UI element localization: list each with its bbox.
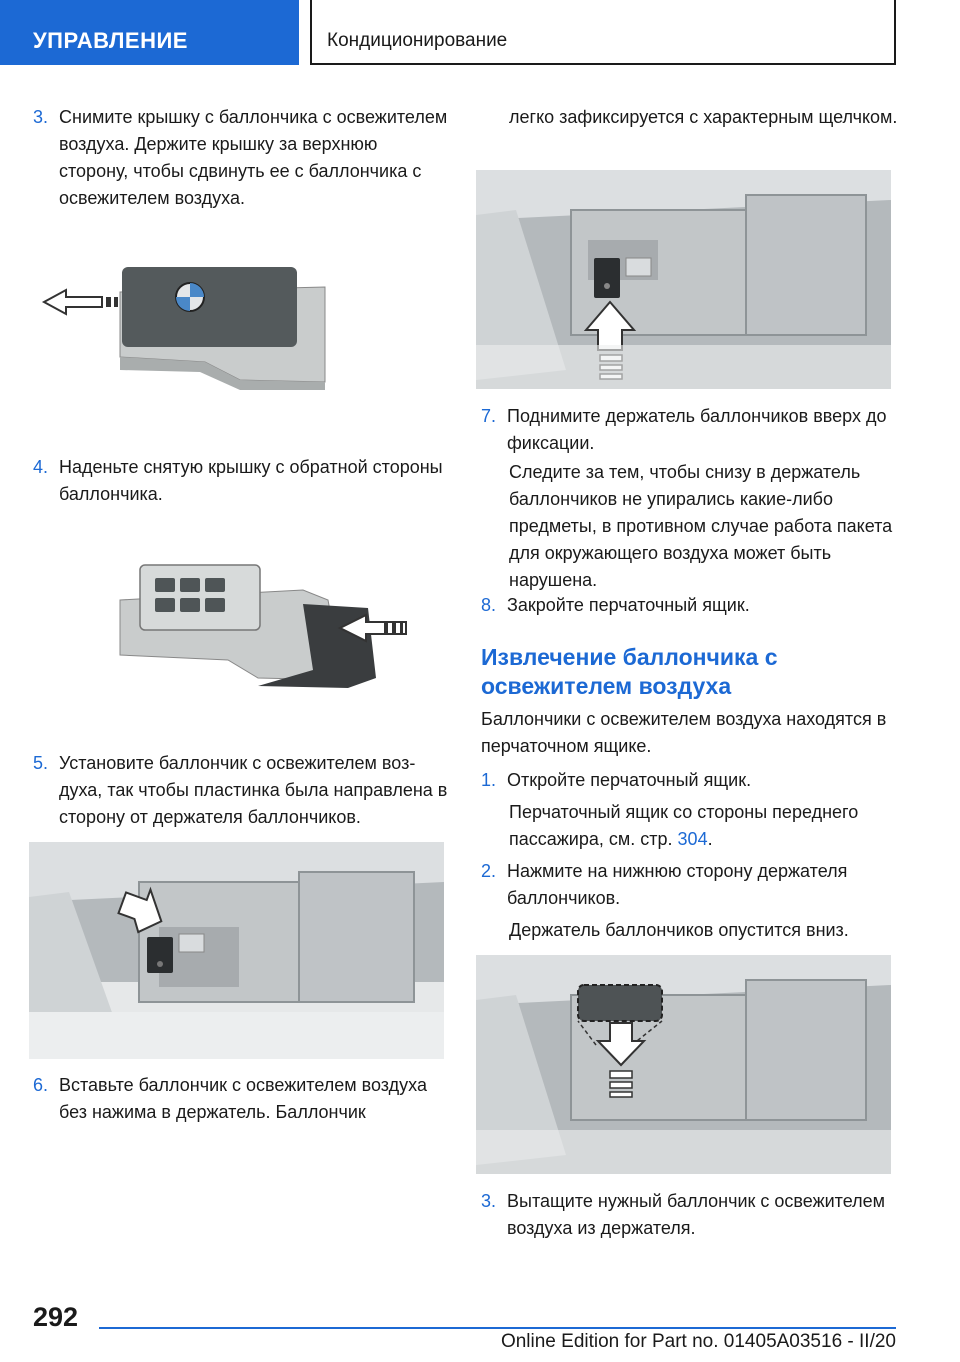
- step-number: 3.: [33, 107, 49, 127]
- step-text: Откройте перчаточный ящик.: [507, 770, 752, 790]
- step-7-note: Следите за тем, чтобы снизу в держатель …: [509, 462, 893, 590]
- step-5: 5. Установите баллончик с освежителем во…: [33, 750, 448, 831]
- arrow-left-icon: [41, 288, 103, 316]
- step-text: Закройте перчаточный ящик.: [507, 595, 750, 615]
- chapter-tab: Кондиционирование: [310, 0, 896, 65]
- step-6: 6. Вставьте баллончик с освежителем воз­…: [33, 1072, 448, 1126]
- step-number: 7.: [481, 406, 497, 426]
- step-number: 5.: [33, 753, 49, 773]
- step-number: 4.: [33, 457, 49, 477]
- footer-divider: [99, 1327, 896, 1329]
- step-text: Снимите крышку с баллончика с освежите­л…: [59, 107, 448, 208]
- figure-insert-into-holder: [29, 842, 444, 1059]
- cartridge-cover: [122, 267, 297, 347]
- page-reference-link[interactable]: 304: [677, 829, 708, 849]
- cartridge-dark: [594, 258, 620, 298]
- step-6-continuation: легко зафиксируется с характерным щелч­к…: [509, 107, 898, 127]
- step-text: Установите баллончик с освежителем воз­д…: [59, 753, 448, 827]
- figure-cartridge-reverse-cover: [118, 560, 418, 700]
- section-intro: Баллончики с освежителем воздуха находят…: [481, 709, 887, 756]
- removal-step-1: 1. Откройте перчаточный ящик.: [481, 767, 901, 794]
- step-number: 6.: [33, 1075, 49, 1095]
- figure-raise-holder: [476, 170, 891, 389]
- step-text: Вставьте баллончик с освежителем воз­дух…: [59, 1075, 427, 1122]
- section-heading: Извлечение баллончика с освежителем возд…: [481, 644, 778, 699]
- step-number: 8.: [481, 595, 497, 615]
- cartridge-dark: [147, 937, 173, 973]
- section-tab: УПРАВЛЕНИЕ: [0, 0, 299, 65]
- step-4: 4. Наденьте снятую крышку с обратной сто…: [33, 454, 448, 508]
- note-end: .: [707, 829, 713, 849]
- removal-step-2-note: Держатель баллончиков опустится вниз.: [509, 920, 849, 940]
- arrow-down-right-icon: [117, 886, 163, 934]
- step-text: Наденьте снятую крышку с обратной сто­ро…: [59, 457, 443, 504]
- step-number: 1.: [481, 770, 497, 790]
- removal-step-1-note: Перчаточный ящик со стороны переднего па…: [509, 799, 901, 853]
- figure-lower-holder: [476, 955, 891, 1174]
- arrow-left-icon: [337, 613, 407, 643]
- step-number: 3.: [481, 1191, 497, 1211]
- chapter-title: Кондиционирование: [327, 30, 508, 51]
- holder-outline: [577, 984, 663, 1022]
- note-text: Перчаточный ящик со стороны переднего па…: [509, 802, 859, 849]
- removal-step-2: 2. Нажмите на нижнюю сторону держателя б…: [481, 858, 901, 912]
- page-number: 292: [33, 1302, 79, 1332]
- step-text: Вытащите нужный баллончик с освежите­лем…: [507, 1191, 886, 1238]
- step-8: 8. Закройте перчаточный ящик.: [481, 592, 901, 619]
- step-3: 3. Снимите крышку с баллончика с освежит…: [33, 104, 448, 212]
- section-title: УПРАВЛЕНИЕ: [33, 28, 188, 53]
- step-text: Поднимите держатель баллончиков вверх до…: [507, 406, 887, 453]
- arrow-down-icon: [595, 1022, 647, 1067]
- step-number: 2.: [481, 861, 497, 881]
- figure-cartridge-remove-cover: [40, 262, 340, 402]
- removal-step-3: 3. Вытащите нужный баллончик с освежите­…: [481, 1188, 901, 1242]
- edition-note: Online Edition for Part no. 01405A03516 …: [500, 1331, 896, 1352]
- step-text: Нажмите на нижнюю сторону держателя балл…: [507, 861, 848, 908]
- step-7: 7. Поднимите держатель баллончиков вверх…: [481, 403, 901, 457]
